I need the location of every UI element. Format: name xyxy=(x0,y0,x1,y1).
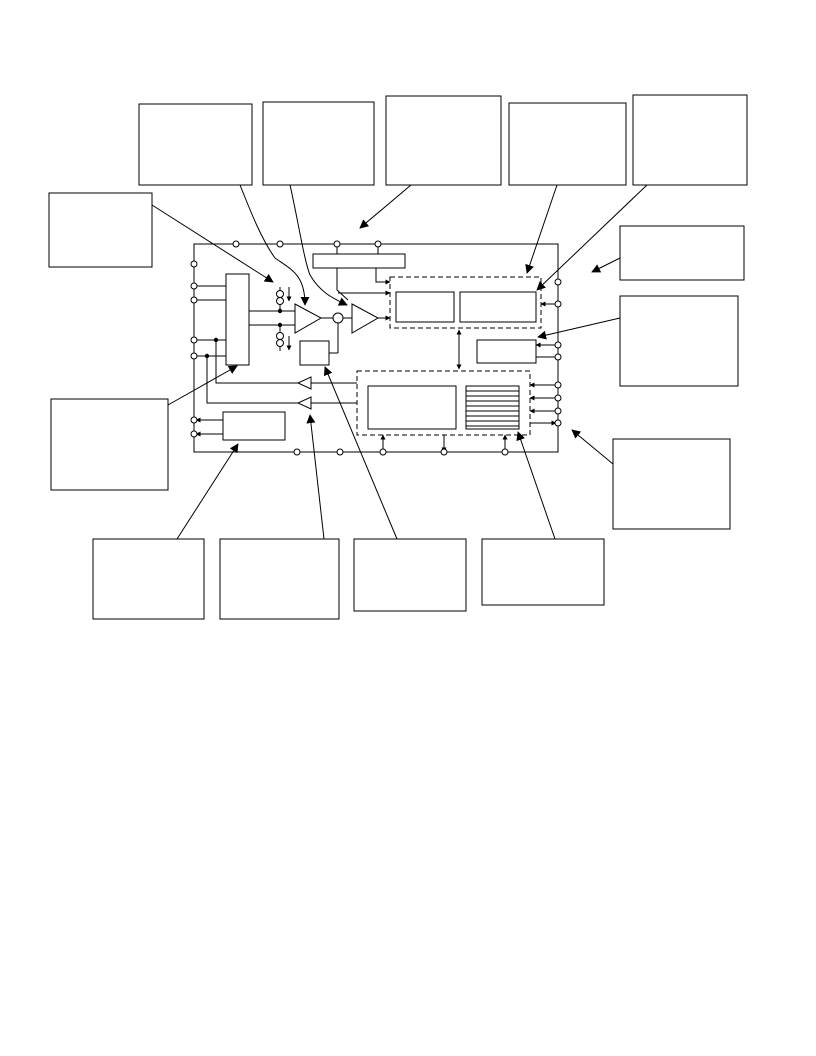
callout-bottom-1 xyxy=(92,538,205,620)
internal-blocks xyxy=(222,253,542,441)
callout-bottom-4 xyxy=(481,538,605,606)
callout-top-4 xyxy=(508,102,627,186)
leader-bottom-2 xyxy=(306,414,325,540)
leader-right-1 xyxy=(591,257,621,273)
junction-dots xyxy=(204,308,283,359)
small-block xyxy=(299,340,330,366)
callout-top-1 xyxy=(138,103,253,186)
callout-leaders xyxy=(151,184,648,540)
reference-block xyxy=(312,253,406,269)
callout-boxes xyxy=(48,94,748,620)
callout-right-1 xyxy=(619,225,745,281)
bottom-left-block xyxy=(222,411,286,441)
callout-bottom-2 xyxy=(219,538,340,620)
wiring xyxy=(194,244,558,453)
callout-right-2 xyxy=(619,295,739,387)
callout-top-5 xyxy=(632,94,748,186)
register-stack xyxy=(465,385,520,430)
chip-pins xyxy=(190,240,562,456)
right-small-block xyxy=(476,339,537,364)
callout-left-upper xyxy=(48,192,153,268)
current-sources xyxy=(276,287,292,351)
input-multiplexer xyxy=(225,273,250,366)
leader-top-4 xyxy=(525,184,558,274)
callout-top-2 xyxy=(262,101,375,186)
leader-left-lower xyxy=(167,365,238,406)
leader-top-2 xyxy=(289,184,348,306)
callout-top-3 xyxy=(385,95,502,186)
callout-bottom-3 xyxy=(353,538,467,612)
amplifier-1 xyxy=(294,303,323,334)
leader-bottom-4 xyxy=(516,431,556,540)
leader-bottom-3 xyxy=(323,366,398,540)
callout-right-3 xyxy=(612,438,731,530)
output-buffer-1 xyxy=(296,376,312,390)
leader-right-2 xyxy=(537,317,621,340)
amplifiers xyxy=(294,303,380,410)
leader-top-3 xyxy=(359,184,412,229)
leader-top-1 xyxy=(239,184,310,306)
leader-bottom-1 xyxy=(176,443,239,540)
leader-top-5 xyxy=(536,184,648,291)
amplifier-2 xyxy=(351,303,380,334)
upper-block-right xyxy=(459,291,537,323)
output-buffer-2 xyxy=(296,396,312,410)
callout-left-lower xyxy=(50,398,169,491)
lower-block-left xyxy=(367,385,457,430)
leader-right-3 xyxy=(571,429,614,465)
summing-node xyxy=(332,312,344,324)
upper-block-left xyxy=(395,291,455,323)
